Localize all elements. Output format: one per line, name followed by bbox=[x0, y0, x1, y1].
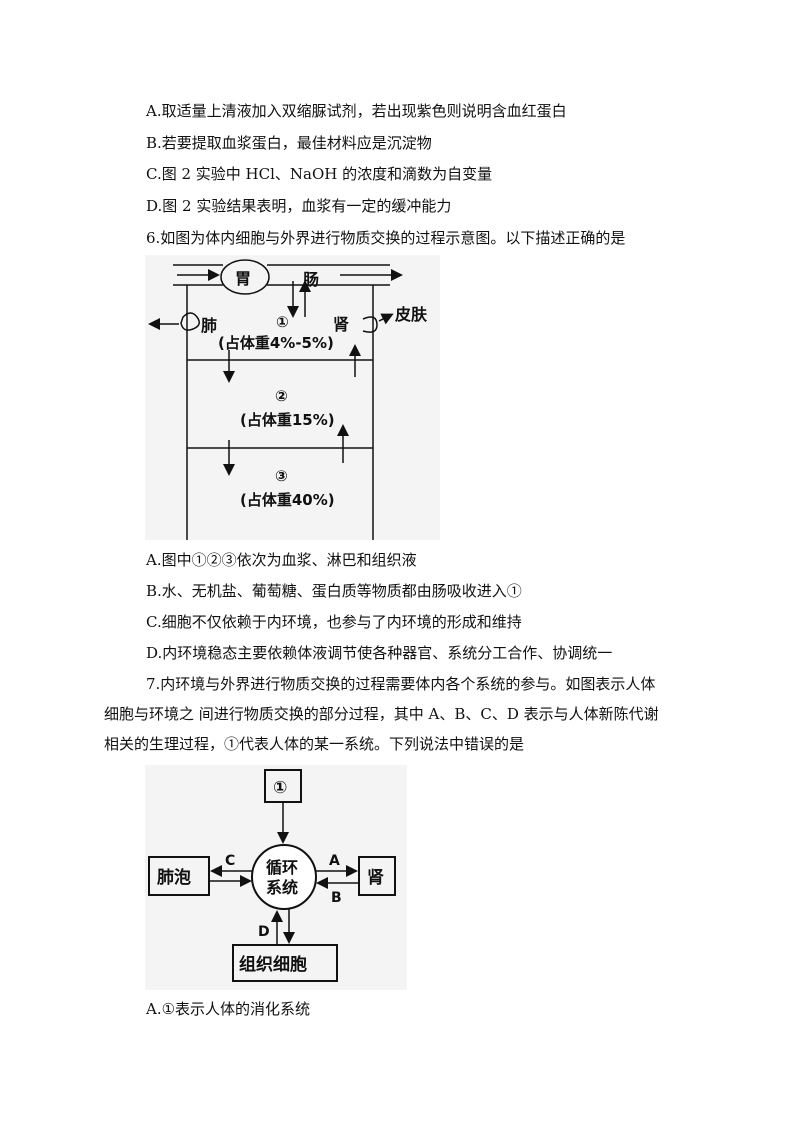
compartment-1-note: (占体重4%-5%) bbox=[218, 334, 334, 352]
kidney-label: 肾 bbox=[333, 315, 349, 334]
q6-option-c: C.细胞不仅依赖于内环境，也参与了内环境的形成和维持 bbox=[146, 613, 522, 631]
q6-option-d: D.内环境稳态主要依赖体液调节使各种器官、系统分工合作、协调统一 bbox=[146, 644, 613, 662]
q7-stem: 7.内环境与外界进行物质交换的过程需要体内各个系统的参与。如图表示人体细胞与环境… bbox=[104, 675, 659, 753]
q6-figure: 胃 肠 肺 肾 皮肤 ① (占体重4%-5%) ② (占体重15%) ③ (占体 bbox=[145, 255, 440, 540]
q5-option-d: D.图 2 实验结果表明，血浆有一定的缓冲能力 bbox=[146, 197, 452, 215]
q7-option-a: A.①表示人体的消化系统 bbox=[146, 1000, 311, 1018]
compartment-1-label: ① bbox=[276, 313, 289, 331]
q5-option-a: A.取适量上清液加入双缩脲试剂，若出现紫色则说明含血红蛋白 bbox=[146, 102, 567, 120]
process-a-label: A bbox=[329, 853, 340, 869]
circulatory-line2: 系统 bbox=[266, 878, 298, 897]
q6-option-b: B.水、无机盐、葡萄糖、蛋白质等物质都由肠吸收进入① bbox=[146, 582, 522, 600]
process-d-label: D bbox=[258, 924, 270, 940]
process-b-label: B bbox=[331, 890, 342, 906]
tissue-cells-label: 组织细胞 bbox=[239, 954, 307, 975]
alveoli-label: 肺泡 bbox=[157, 867, 191, 888]
q6-stem: 6.如图为体内细胞与外界进行物质交换的过程示意图。以下描述正确的是 bbox=[146, 229, 626, 247]
q6-diagram: 胃 肠 肺 肾 皮肤 ① (占体重4%-5%) ② (占体重15%) ③ (占体 bbox=[145, 255, 440, 540]
circulatory-line1: 循环 bbox=[266, 858, 298, 877]
skin-label: 皮肤 bbox=[394, 305, 428, 324]
compartment-2-note: (占体重15%) bbox=[240, 411, 335, 429]
q5-option-b: B.若要提取血浆蛋白，最佳材料应是沉淀物 bbox=[146, 134, 432, 152]
compartment-3-note: (占体重40%) bbox=[240, 491, 335, 509]
process-c-label: C bbox=[225, 853, 235, 869]
stomach-label: 胃 bbox=[235, 269, 251, 288]
compartment-3-label: ③ bbox=[275, 467, 288, 485]
kidney-box-label: 肾 bbox=[367, 868, 384, 888]
system-1-label: ① bbox=[273, 778, 287, 798]
q5-option-c: C.图 2 实验中 HCl、NaOH 的浓度和滴数为自变量 bbox=[146, 165, 493, 183]
q6-option-a: A.图中①②③依次为血浆、淋巴和组织液 bbox=[146, 551, 417, 569]
compartment-2-label: ② bbox=[275, 387, 288, 405]
lung-label: 肺 bbox=[201, 316, 217, 335]
q7-diagram: ① 循环 系统 肺泡 C 肾 A B 组织细胞 D bbox=[145, 765, 407, 990]
q7-figure: ① 循环 系统 肺泡 C 肾 A B 组织细胞 D bbox=[145, 765, 407, 990]
